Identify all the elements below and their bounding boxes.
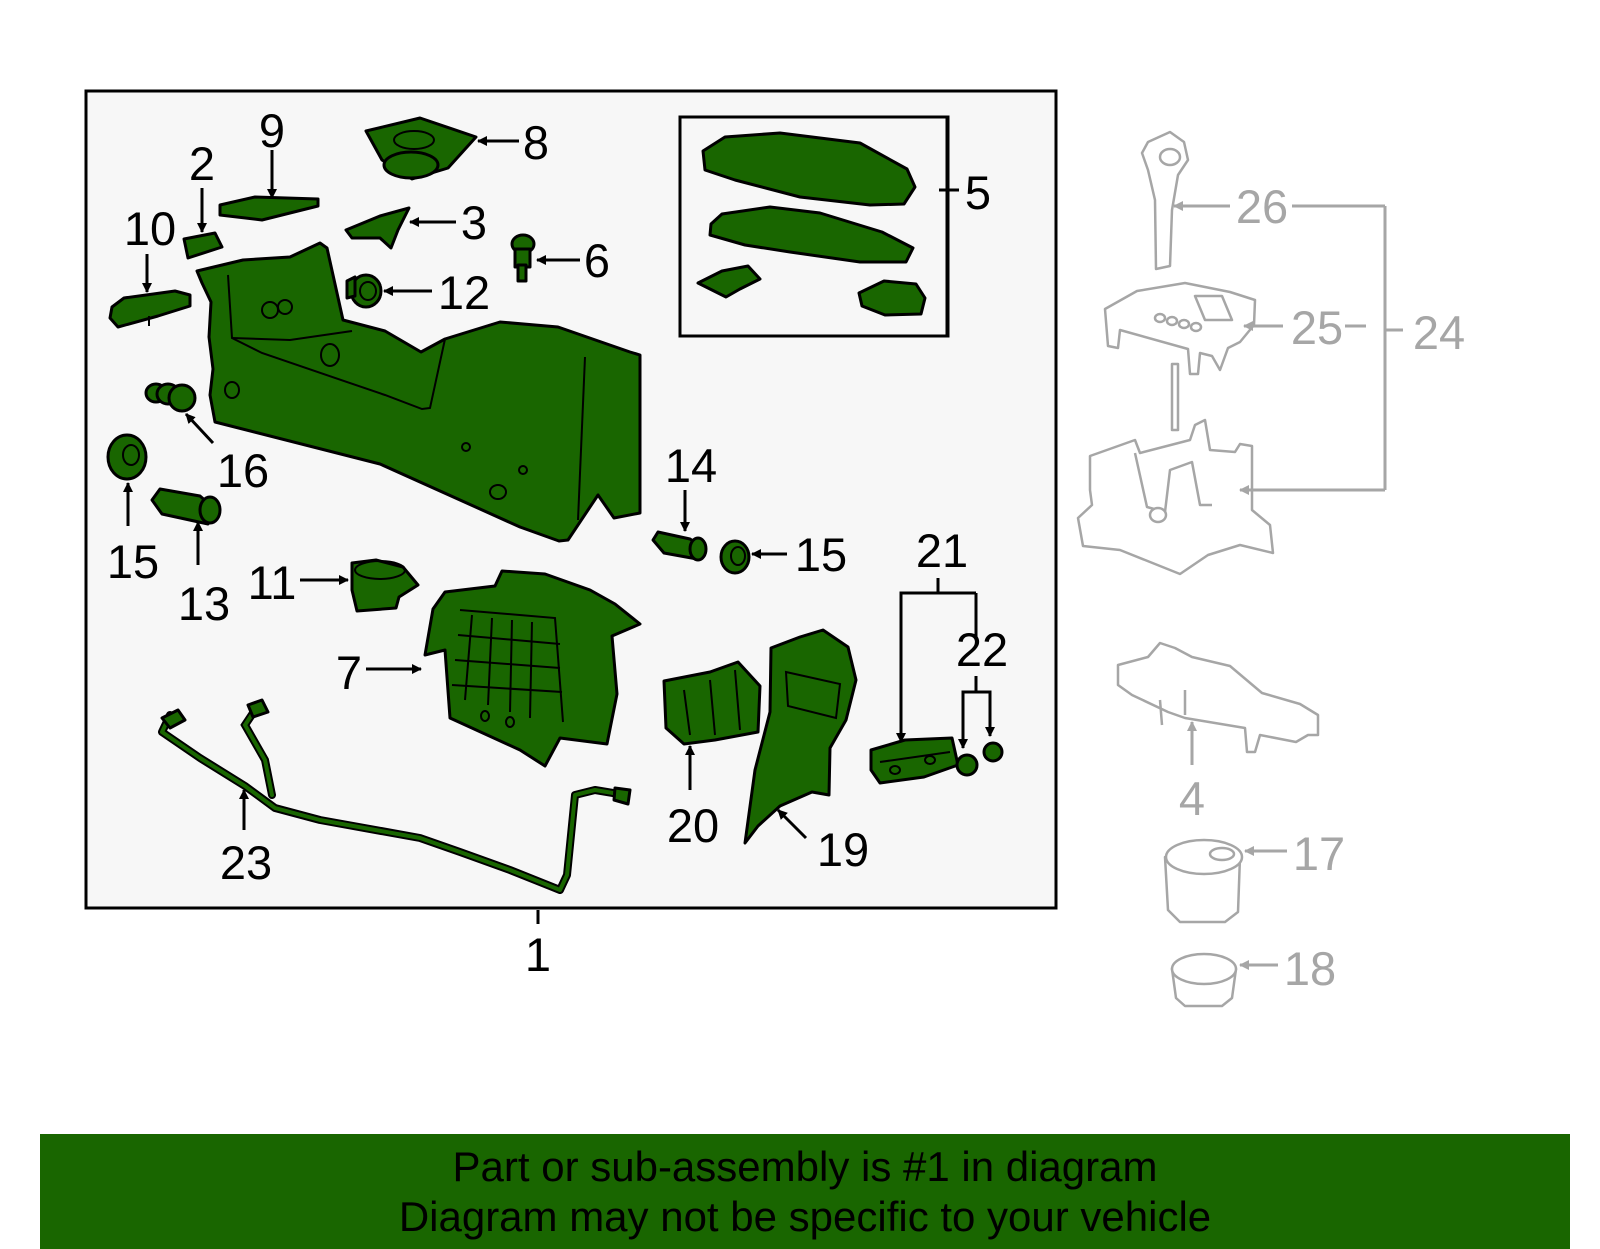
callout-6: 6 xyxy=(584,234,610,287)
part-16-switch[interactable] xyxy=(144,382,197,413)
callout-16: 16 xyxy=(217,444,269,497)
leader-lines xyxy=(123,118,1403,970)
callout-12: 12 xyxy=(438,266,490,319)
callout-10: 10 xyxy=(124,202,176,255)
part-8-cupholder[interactable] xyxy=(364,116,478,181)
part-26-shift-knob[interactable] xyxy=(1140,130,1190,271)
info-banner: Part or sub-assembly is #1 in diagram Di… xyxy=(40,1134,1570,1249)
callout-numbers: 1 2 3 4 5 6 7 8 9 10 11 12 13 14 15 15 1… xyxy=(107,104,1465,995)
part-21-climate-control[interactable] xyxy=(869,736,960,785)
part-4-bracket[interactable] xyxy=(1116,641,1320,754)
callout-3: 3 xyxy=(461,196,487,249)
callout-9: 9 xyxy=(259,104,285,157)
callout-14: 14 xyxy=(665,439,717,492)
part-7-storage-bin[interactable] xyxy=(423,569,642,768)
callout-2: 2 xyxy=(189,137,215,190)
callout-18: 18 xyxy=(1284,942,1336,995)
banner-line-2: Diagram may not be specific to your vehi… xyxy=(398,1193,1212,1240)
part-5-armrest-pieces[interactable] xyxy=(696,131,927,317)
part-13-lighter[interactable] xyxy=(150,487,222,526)
callout-21: 21 xyxy=(916,524,968,577)
part-15-plug-left[interactable] xyxy=(106,433,148,481)
callout-7: 7 xyxy=(336,646,362,699)
part-6-pin[interactable] xyxy=(510,233,536,283)
part-11-cup[interactable] xyxy=(350,558,420,613)
part-10-handle[interactable] xyxy=(108,289,192,329)
callout-8: 8 xyxy=(523,116,549,169)
part-14-tube[interactable] xyxy=(651,530,708,562)
callout-15-right: 15 xyxy=(795,528,847,581)
callout-22: 22 xyxy=(956,623,1008,676)
part-24-shifter-assembly[interactable] xyxy=(1076,362,1275,576)
part-12-grommet[interactable] xyxy=(345,273,383,309)
callout-13: 13 xyxy=(178,577,230,630)
part-22-knobs[interactable] xyxy=(955,741,1004,777)
part-19-trim-panel[interactable] xyxy=(743,628,858,845)
callout-15-left: 15 xyxy=(107,535,159,588)
part-18-cup-insert[interactable] xyxy=(1170,952,1238,1008)
callout-17: 17 xyxy=(1293,827,1345,880)
part-23-wire-harness[interactable] xyxy=(158,698,632,894)
part-2-clip[interactable] xyxy=(182,231,224,260)
callout-19: 19 xyxy=(817,823,869,876)
callout-4: 4 xyxy=(1179,772,1205,825)
callout-23: 23 xyxy=(220,836,272,889)
part-1-console-housing[interactable] xyxy=(195,241,642,543)
callout-11: 11 xyxy=(248,556,297,609)
callout-5: 5 xyxy=(965,166,991,219)
part-15-plug-right[interactable] xyxy=(719,539,751,575)
callout-25: 25 xyxy=(1291,301,1343,354)
callout-26: 26 xyxy=(1236,180,1288,233)
callout-1: 1 xyxy=(525,928,551,981)
callout-20: 20 xyxy=(667,799,719,852)
part-3-bracket[interactable] xyxy=(344,206,411,250)
callout-24: 24 xyxy=(1413,306,1465,359)
part-17-cup-holder[interactable] xyxy=(1163,838,1244,924)
part-25-bezel[interactable] xyxy=(1103,281,1257,376)
banner-line-1: Part or sub-assembly is #1 in diagram xyxy=(452,1143,1158,1190)
part-9-pad[interactable] xyxy=(218,195,320,222)
part-20-tray[interactable] xyxy=(662,660,762,746)
